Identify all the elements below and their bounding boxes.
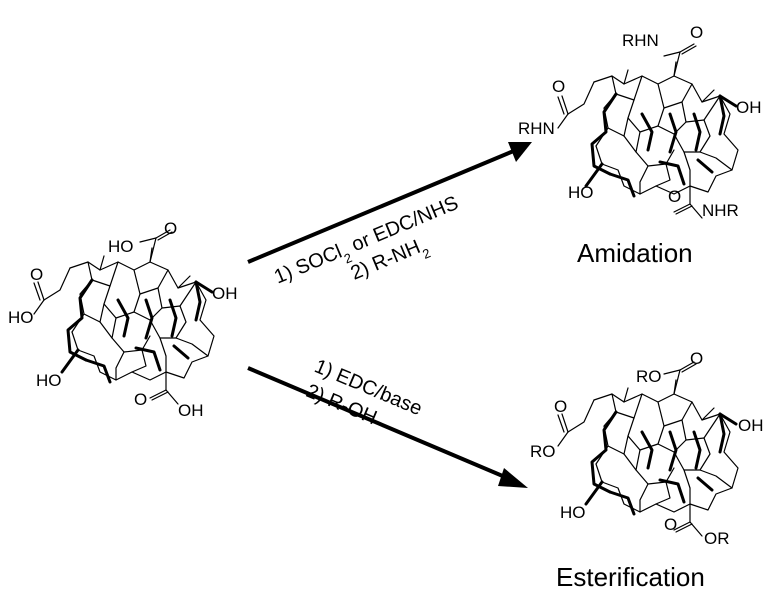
ester-bottom-o: O	[664, 515, 677, 534]
ester-product-molecule: RO O O RO OH HO O OR	[530, 349, 764, 548]
amide-bottom-o: O	[668, 187, 681, 206]
ester-left-ro: RO	[530, 442, 556, 461]
amide-top-rhn: RHN	[622, 31, 659, 50]
ester-bottom-ho: HO	[560, 503, 586, 522]
amide-left-o: O	[552, 77, 565, 96]
ester-top-ro: RO	[636, 367, 662, 386]
esterification-arrow	[247, 366, 528, 488]
reactant-left-acid-o: O	[30, 265, 43, 284]
amidation-product-label: Amidation	[577, 238, 693, 268]
amide-left-rhn: RHN	[518, 119, 555, 138]
amide-bottom-nhr: NHR	[702, 201, 739, 220]
reactant-bottom-acid-o: O	[134, 390, 147, 409]
amide-product-molecule: RHN O O RHN OH HO O NHR	[518, 23, 762, 220]
amidation-arrow	[247, 142, 532, 264]
ester-right-oh: OH	[738, 416, 764, 435]
reactant-bottom-ho: HO	[36, 371, 62, 390]
reactant-top-acid-o: O	[164, 219, 177, 238]
amide-bottom-ho: HO	[568, 183, 594, 202]
esterification-conditions: 1) EDC/base 2) R-OH	[303, 355, 425, 429]
reactant-bottom-acid-oh: OH	[178, 401, 204, 420]
amide-top-o: O	[690, 23, 703, 42]
reactant-right-oh: OH	[212, 284, 238, 303]
esterification-product-label: Esterification	[556, 562, 705, 592]
reactant-left-acid-ho: HO	[8, 308, 34, 327]
ester-top-o: O	[690, 349, 703, 368]
reactant-molecule: HO O O HO OH HO O OH	[8, 219, 238, 420]
reactant-top-acid-ho: HO	[108, 237, 134, 256]
amidation-step2-subscript: 2	[420, 245, 432, 262]
ester-bottom-or: OR	[704, 529, 730, 548]
ester-left-o: O	[554, 397, 567, 416]
amide-right-oh: OH	[736, 98, 762, 117]
